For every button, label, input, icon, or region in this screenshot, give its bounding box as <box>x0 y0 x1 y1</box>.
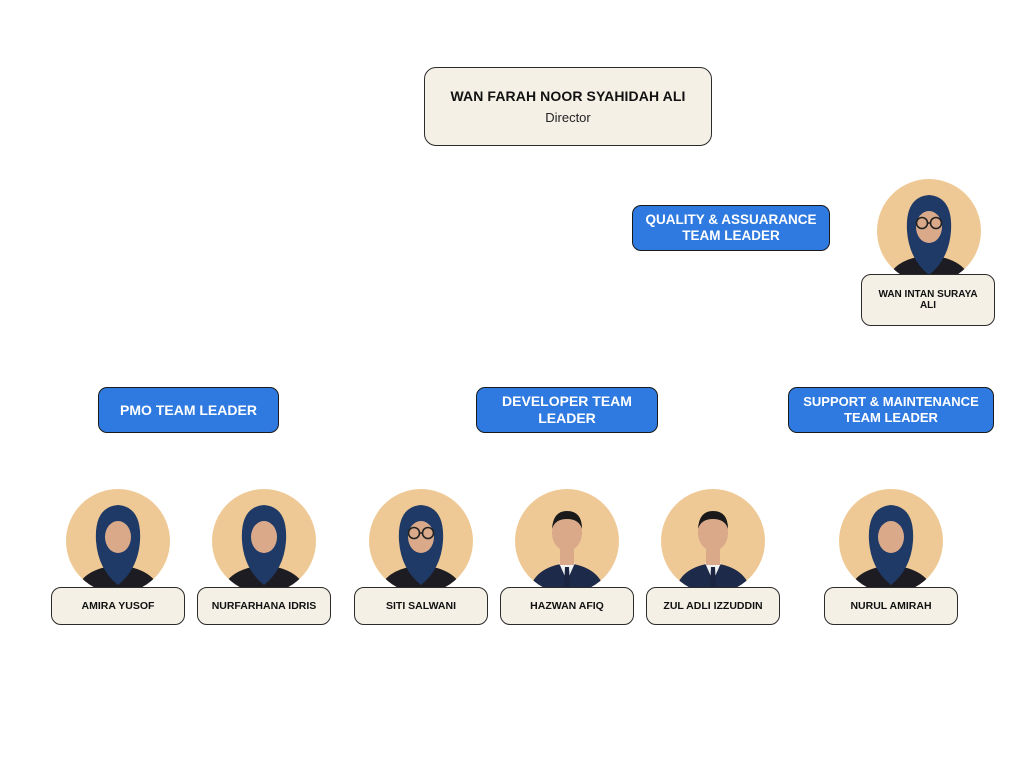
person-card: AMIRA YUSOF <box>51 489 185 625</box>
director-card: WAN FARAH NOOR SYAHIDAH ALI Director <box>424 67 712 146</box>
developer-team-leader-label: DEVELOPER TEAM LEADER <box>476 387 658 433</box>
director-role: Director <box>545 110 591 125</box>
person-photo <box>661 489 765 593</box>
person-name: HAZWAN AFIQ <box>500 587 634 625</box>
person-card: SITI SALWANI <box>354 489 488 625</box>
person-name: SITI SALWANI <box>354 587 488 625</box>
person-card: WAN INTAN SURAYA ALI <box>861 179 995 326</box>
person-photo <box>839 489 943 593</box>
qa-team-leader-label: QUALITY & ASSUARANCE TEAM LEADER <box>632 205 830 251</box>
director-name: WAN FARAH NOOR SYAHIDAH ALI <box>450 88 686 104</box>
pmo-team-leader-label: PMO TEAM LEADER <box>98 387 279 433</box>
person-photo <box>66 489 170 593</box>
person-photo <box>877 179 981 283</box>
person-photo <box>515 489 619 593</box>
person-card: HAZWAN AFIQ <box>500 489 634 625</box>
person-photo <box>369 489 473 593</box>
person-card: NURUL AMIRAH <box>824 489 958 625</box>
person-name: ZUL ADLI IZZUDDIN <box>646 587 780 625</box>
person-name: AMIRA YUSOF <box>51 587 185 625</box>
person-card: NURFARHANA IDRIS <box>197 489 331 625</box>
support-team-leader-label: SUPPORT & MAINTENANCE TEAM LEADER <box>788 387 994 433</box>
person-name: NURUL AMIRAH <box>824 587 958 625</box>
person-name: WAN INTAN SURAYA ALI <box>861 274 995 326</box>
person-photo <box>212 489 316 593</box>
person-name: NURFARHANA IDRIS <box>197 587 331 625</box>
person-card: ZUL ADLI IZZUDDIN <box>646 489 780 625</box>
